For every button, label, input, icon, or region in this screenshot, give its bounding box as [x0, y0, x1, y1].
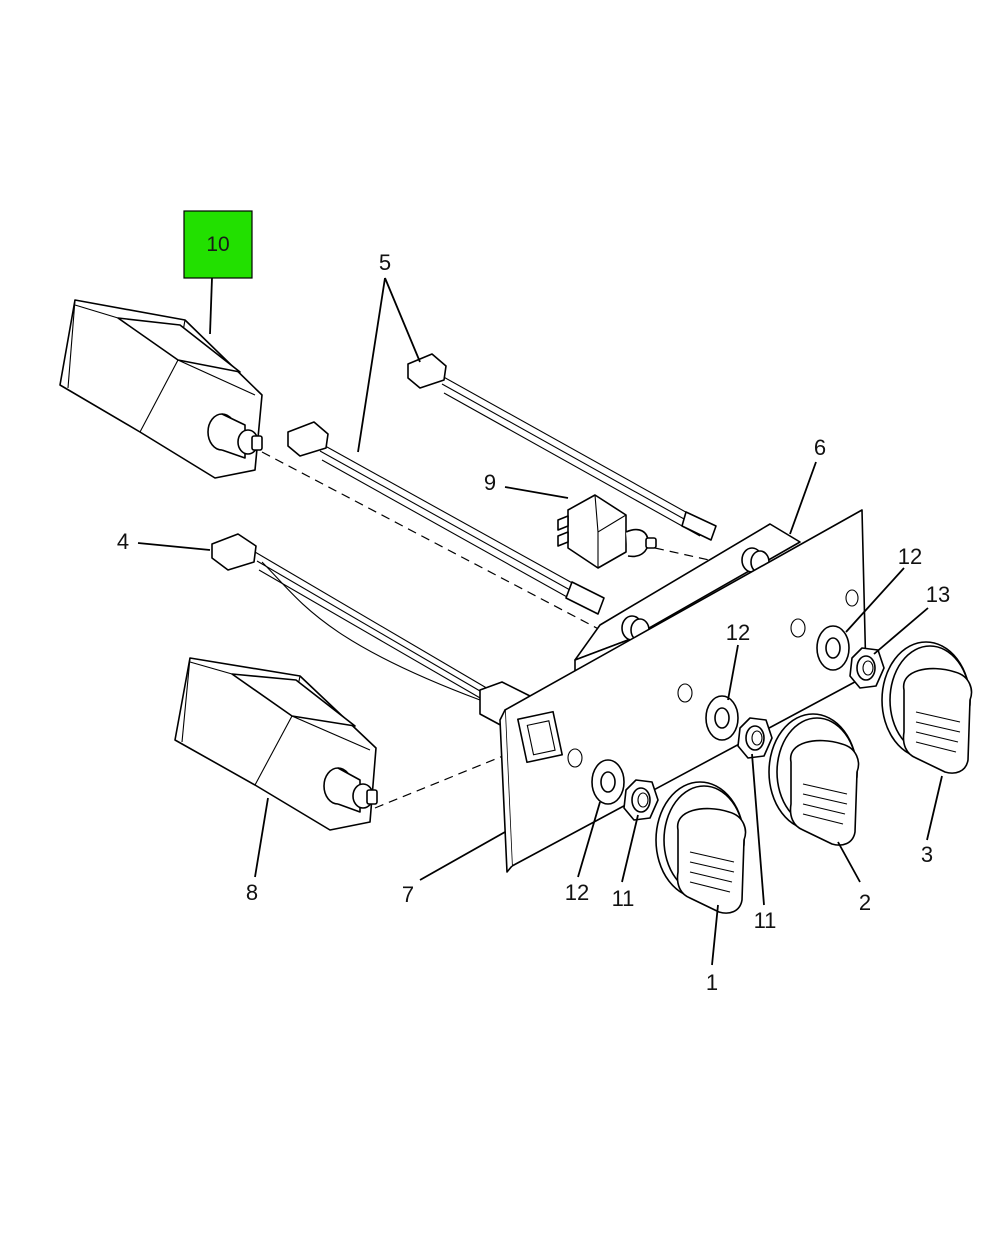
- knob-2: [768, 713, 860, 846]
- wire-harness-lower-front: [287, 421, 605, 615]
- callout-2[interactable]: 2: [859, 890, 871, 915]
- callout-12-right[interactable]: 12: [898, 544, 922, 569]
- callout-3[interactable]: 3: [921, 842, 933, 867]
- callout-10-highlight-box[interactable]: [183, 210, 253, 279]
- callout-6[interactable]: 6: [814, 435, 826, 460]
- callout-labels: 10 5 6 9 4 12 13 12 3 2 8 7 12 11 11 1: [117, 233, 950, 995]
- callout-12-middle[interactable]: 12: [726, 620, 750, 645]
- knob-1: [655, 781, 747, 914]
- callout-4[interactable]: 4: [117, 529, 129, 554]
- callout-11-right[interactable]: 11: [754, 908, 777, 933]
- callout-1[interactable]: 1: [706, 970, 718, 995]
- callout-10[interactable]: 10: [206, 233, 229, 256]
- knob-3: [881, 641, 973, 774]
- nuts-11-13: [623, 647, 885, 821]
- callout-9[interactable]: 9: [484, 470, 496, 495]
- motor-10-highlighted-part: [59, 299, 263, 479]
- motor-8: [174, 657, 378, 831]
- callout-7[interactable]: 7: [402, 882, 414, 907]
- wire-harness-upper-rear: [407, 353, 717, 541]
- callout-8[interactable]: 8: [246, 880, 258, 905]
- leader-lines: [137, 277, 943, 966]
- callout-12-left[interactable]: 12: [565, 880, 589, 905]
- callout-5[interactable]: 5: [379, 250, 391, 275]
- callout-13[interactable]: 13: [926, 582, 950, 607]
- callout-11-left[interactable]: 11: [612, 886, 635, 911]
- washers-12: [591, 625, 850, 805]
- switch-9: [557, 494, 657, 569]
